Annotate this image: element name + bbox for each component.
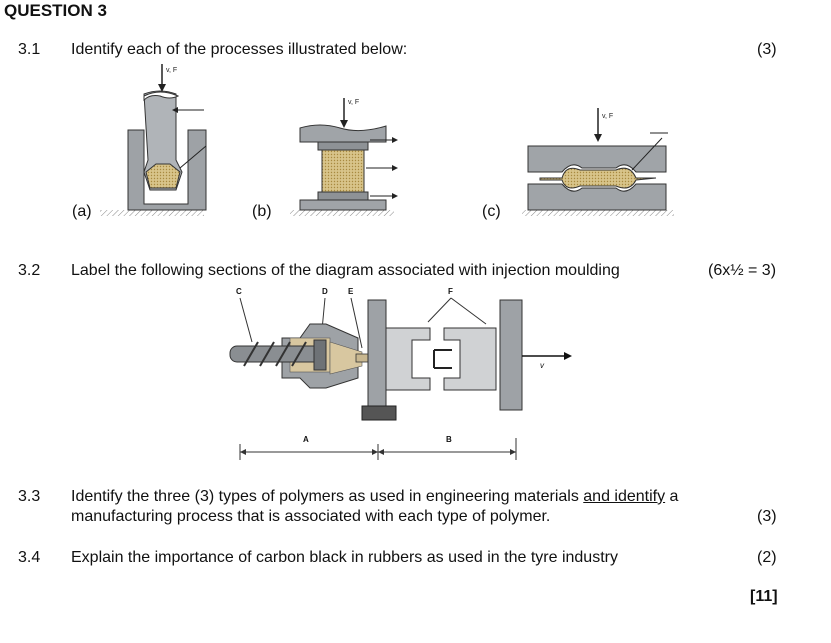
diagram-label-f: F [448, 287, 453, 296]
diagram-label-d: D [322, 287, 328, 296]
force-label-b: v, F [348, 99, 359, 106]
q33-marks: (3) [757, 508, 777, 525]
q34-text: Explain the importance of carbon black i… [71, 549, 618, 566]
question-heading: QUESTION 3 [4, 1, 107, 20]
force-label-c: v, F [602, 113, 613, 120]
q33-line1-pre: Identify the three (3) types of polymers… [71, 488, 584, 505]
diagram-label-c: C [236, 287, 242, 296]
q31-number: 3.1 [18, 41, 41, 58]
q32-number: 3.2 [18, 262, 41, 279]
injection-moulding-diagram: C D E F v A B [229, 287, 572, 460]
total-marks: [11] [750, 588, 778, 605]
q33-line1-underline: and identify [583, 488, 666, 505]
figure-label-c: (c) [482, 203, 501, 220]
q33-line2: manufacturing process that is associated… [71, 508, 551, 525]
diagram-label-v: v [540, 361, 545, 370]
q32-marks: (6x½ = 3) [708, 262, 777, 279]
figure-a-extrusion: v, F [100, 64, 207, 216]
figure-label-b: (b) [252, 203, 272, 220]
q31-marks: (3) [757, 41, 777, 58]
q33-line1-post: a [665, 488, 679, 505]
q34-number: 3.4 [18, 549, 41, 566]
q33-line1: Identify the three (3) types of polymers… [71, 488, 678, 506]
diagram-label-e: E [348, 287, 354, 296]
diagram-label-a: A [303, 435, 309, 444]
q33-number: 3.3 [18, 488, 41, 505]
q31-text: Identify each of the processes illustrat… [71, 41, 408, 58]
figure-b-forging: v, F [290, 98, 398, 216]
diagram-label-b: B [446, 435, 452, 444]
force-label-a: v, F [166, 67, 177, 74]
q32-text: Label the following sections of the diag… [71, 262, 620, 279]
figure-c-closed-die: v, F [522, 108, 674, 216]
process-figures: v, F v, F v, F [100, 64, 674, 216]
figure-label-a: (a) [72, 203, 92, 220]
q34-marks: (2) [757, 549, 777, 566]
